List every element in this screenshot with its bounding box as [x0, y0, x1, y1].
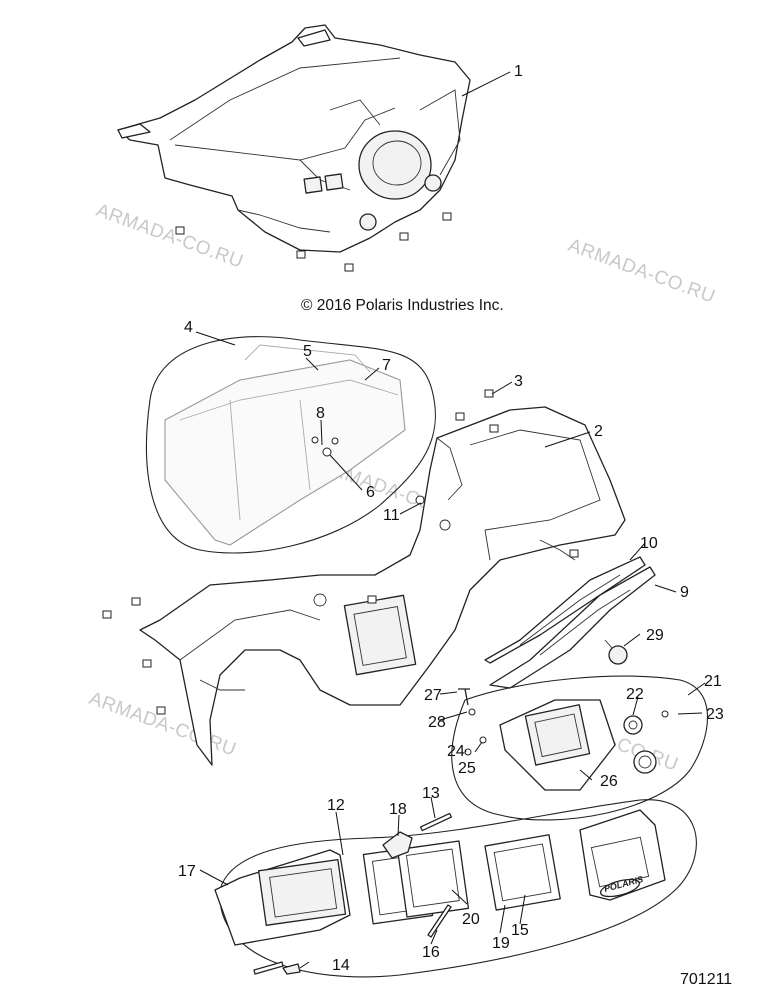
- callout-5: 5: [303, 343, 312, 360]
- callout-6: 6: [366, 484, 375, 501]
- callout-4: 4: [184, 319, 193, 336]
- callout-13: 13: [422, 785, 440, 802]
- callout-29: 29: [646, 627, 664, 644]
- glovebox-group: [451, 675, 709, 821]
- watermark-1: ARMADA-CO.RU: [93, 200, 246, 273]
- callout-7: 7: [382, 357, 391, 374]
- callout-21: 21: [704, 673, 722, 690]
- callout-18: 18: [389, 801, 407, 818]
- lower-dash-panel: [102, 389, 626, 766]
- callout-1: 1: [514, 63, 523, 80]
- copyright-notice: © 2016 Polaris Industries Inc.: [301, 297, 504, 314]
- callout-23: 23: [706, 706, 724, 723]
- document-number: 701211: [680, 971, 732, 988]
- box-assembly-group: [145, 336, 436, 554]
- display-parts-group: POLARIS: [214, 799, 697, 978]
- callout-19: 19: [492, 935, 510, 952]
- callout-15: 15: [511, 922, 529, 939]
- callout-28: 28: [428, 714, 446, 731]
- callout-27: 27: [424, 687, 442, 704]
- tray-and-mat: [484, 556, 656, 689]
- watermark-2: ARMADA-CO.RU: [565, 235, 718, 308]
- upper-dash-panel: [117, 24, 471, 272]
- callout-3: 3: [514, 373, 523, 390]
- callout-10: 10: [640, 535, 658, 552]
- callout-9: 9: [680, 584, 689, 601]
- callout-25: 25: [458, 760, 476, 777]
- leader-lines: [195, 71, 706, 969]
- callout-12: 12: [327, 797, 345, 814]
- callout-16: 16: [422, 944, 440, 961]
- callout-26: 26: [600, 773, 618, 790]
- callout-2: 2: [594, 423, 603, 440]
- watermark-3: ARMADA-CO.RU: [86, 688, 239, 761]
- callout-11: 11: [383, 507, 400, 524]
- callout-24: 24: [447, 743, 465, 760]
- callout-22: 22: [626, 686, 644, 703]
- callout-20: 20: [462, 911, 480, 928]
- callout-14: 14: [332, 957, 350, 974]
- callout-8: 8: [316, 405, 325, 422]
- callout-17: 17: [178, 863, 196, 880]
- callout-numbers: 1 2 3 4 5 6 7 8 9 10 11 12 13 14 15 16 1…: [178, 63, 724, 974]
